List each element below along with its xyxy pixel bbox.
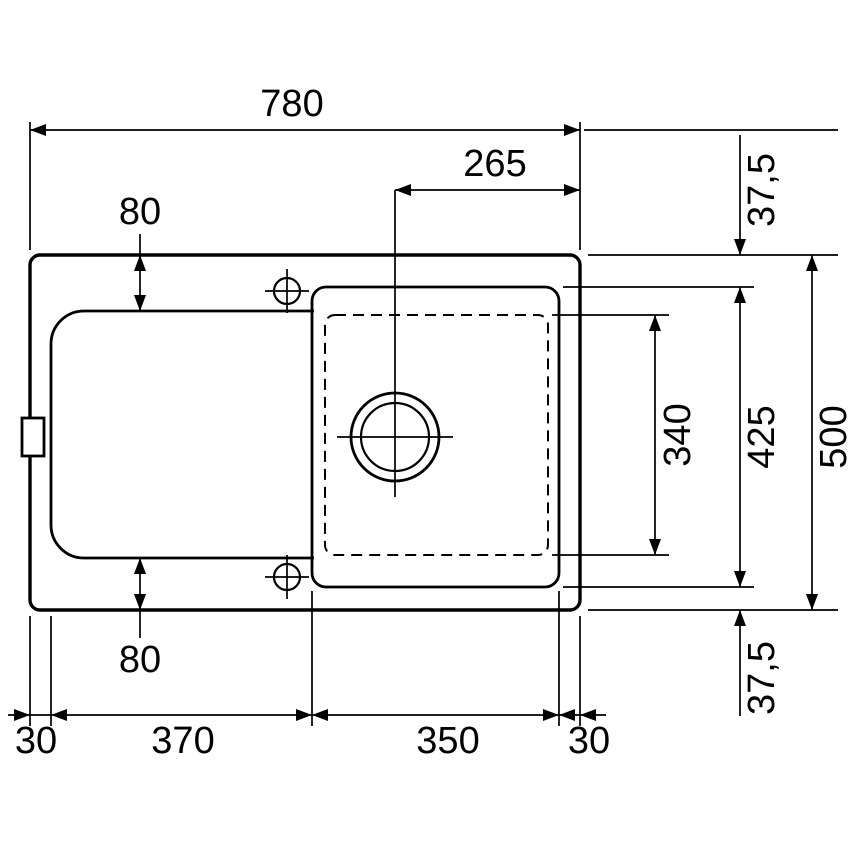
arrowhead <box>649 315 661 331</box>
arrowhead <box>564 124 580 136</box>
arrowhead <box>559 709 575 721</box>
dim-425-label: 425 <box>741 405 783 468</box>
arrowhead <box>134 594 146 610</box>
arrowhead <box>296 709 312 721</box>
arrowhead <box>580 709 596 721</box>
arrowhead <box>134 558 146 574</box>
dim-340-label: 340 <box>657 403 699 466</box>
arrowhead <box>134 295 146 311</box>
arrowhead <box>14 709 30 721</box>
arrowhead <box>734 610 746 626</box>
arrowhead <box>649 539 661 555</box>
arrowhead <box>806 255 818 271</box>
arrowhead <box>30 124 46 136</box>
dim-370-label: 370 <box>151 720 214 762</box>
dim-265-label: 265 <box>463 143 526 185</box>
arrowhead <box>51 709 67 721</box>
overflow-notch <box>20 416 46 458</box>
dim-80-bottom-label: 80 <box>119 639 161 681</box>
arrowhead <box>312 709 328 721</box>
arrowhead <box>734 239 746 255</box>
arrowhead <box>734 571 746 587</box>
dim-30-left-label: 30 <box>15 720 57 762</box>
drainer-outline <box>49 309 314 560</box>
dim-500-label: 500 <box>813 405 855 468</box>
arrowhead <box>134 255 146 271</box>
arrowhead <box>395 184 411 196</box>
dim-30-right-label: 30 <box>568 720 610 762</box>
dim-37-5-top-label: 37,5 <box>741 153 783 227</box>
arrowhead <box>543 709 559 721</box>
dim-350-label: 350 <box>416 720 479 762</box>
bowl-outline <box>310 285 561 589</box>
arrowhead <box>734 287 746 303</box>
arrowhead <box>806 594 818 610</box>
dim-37-5-bottom-label: 37,5 <box>741 641 783 715</box>
arrowhead <box>564 184 580 196</box>
dim-780-label: 780 <box>260 83 323 125</box>
bowl-bottom-dashed-outline <box>324 314 549 556</box>
dim-80-top-label: 80 <box>119 191 161 233</box>
